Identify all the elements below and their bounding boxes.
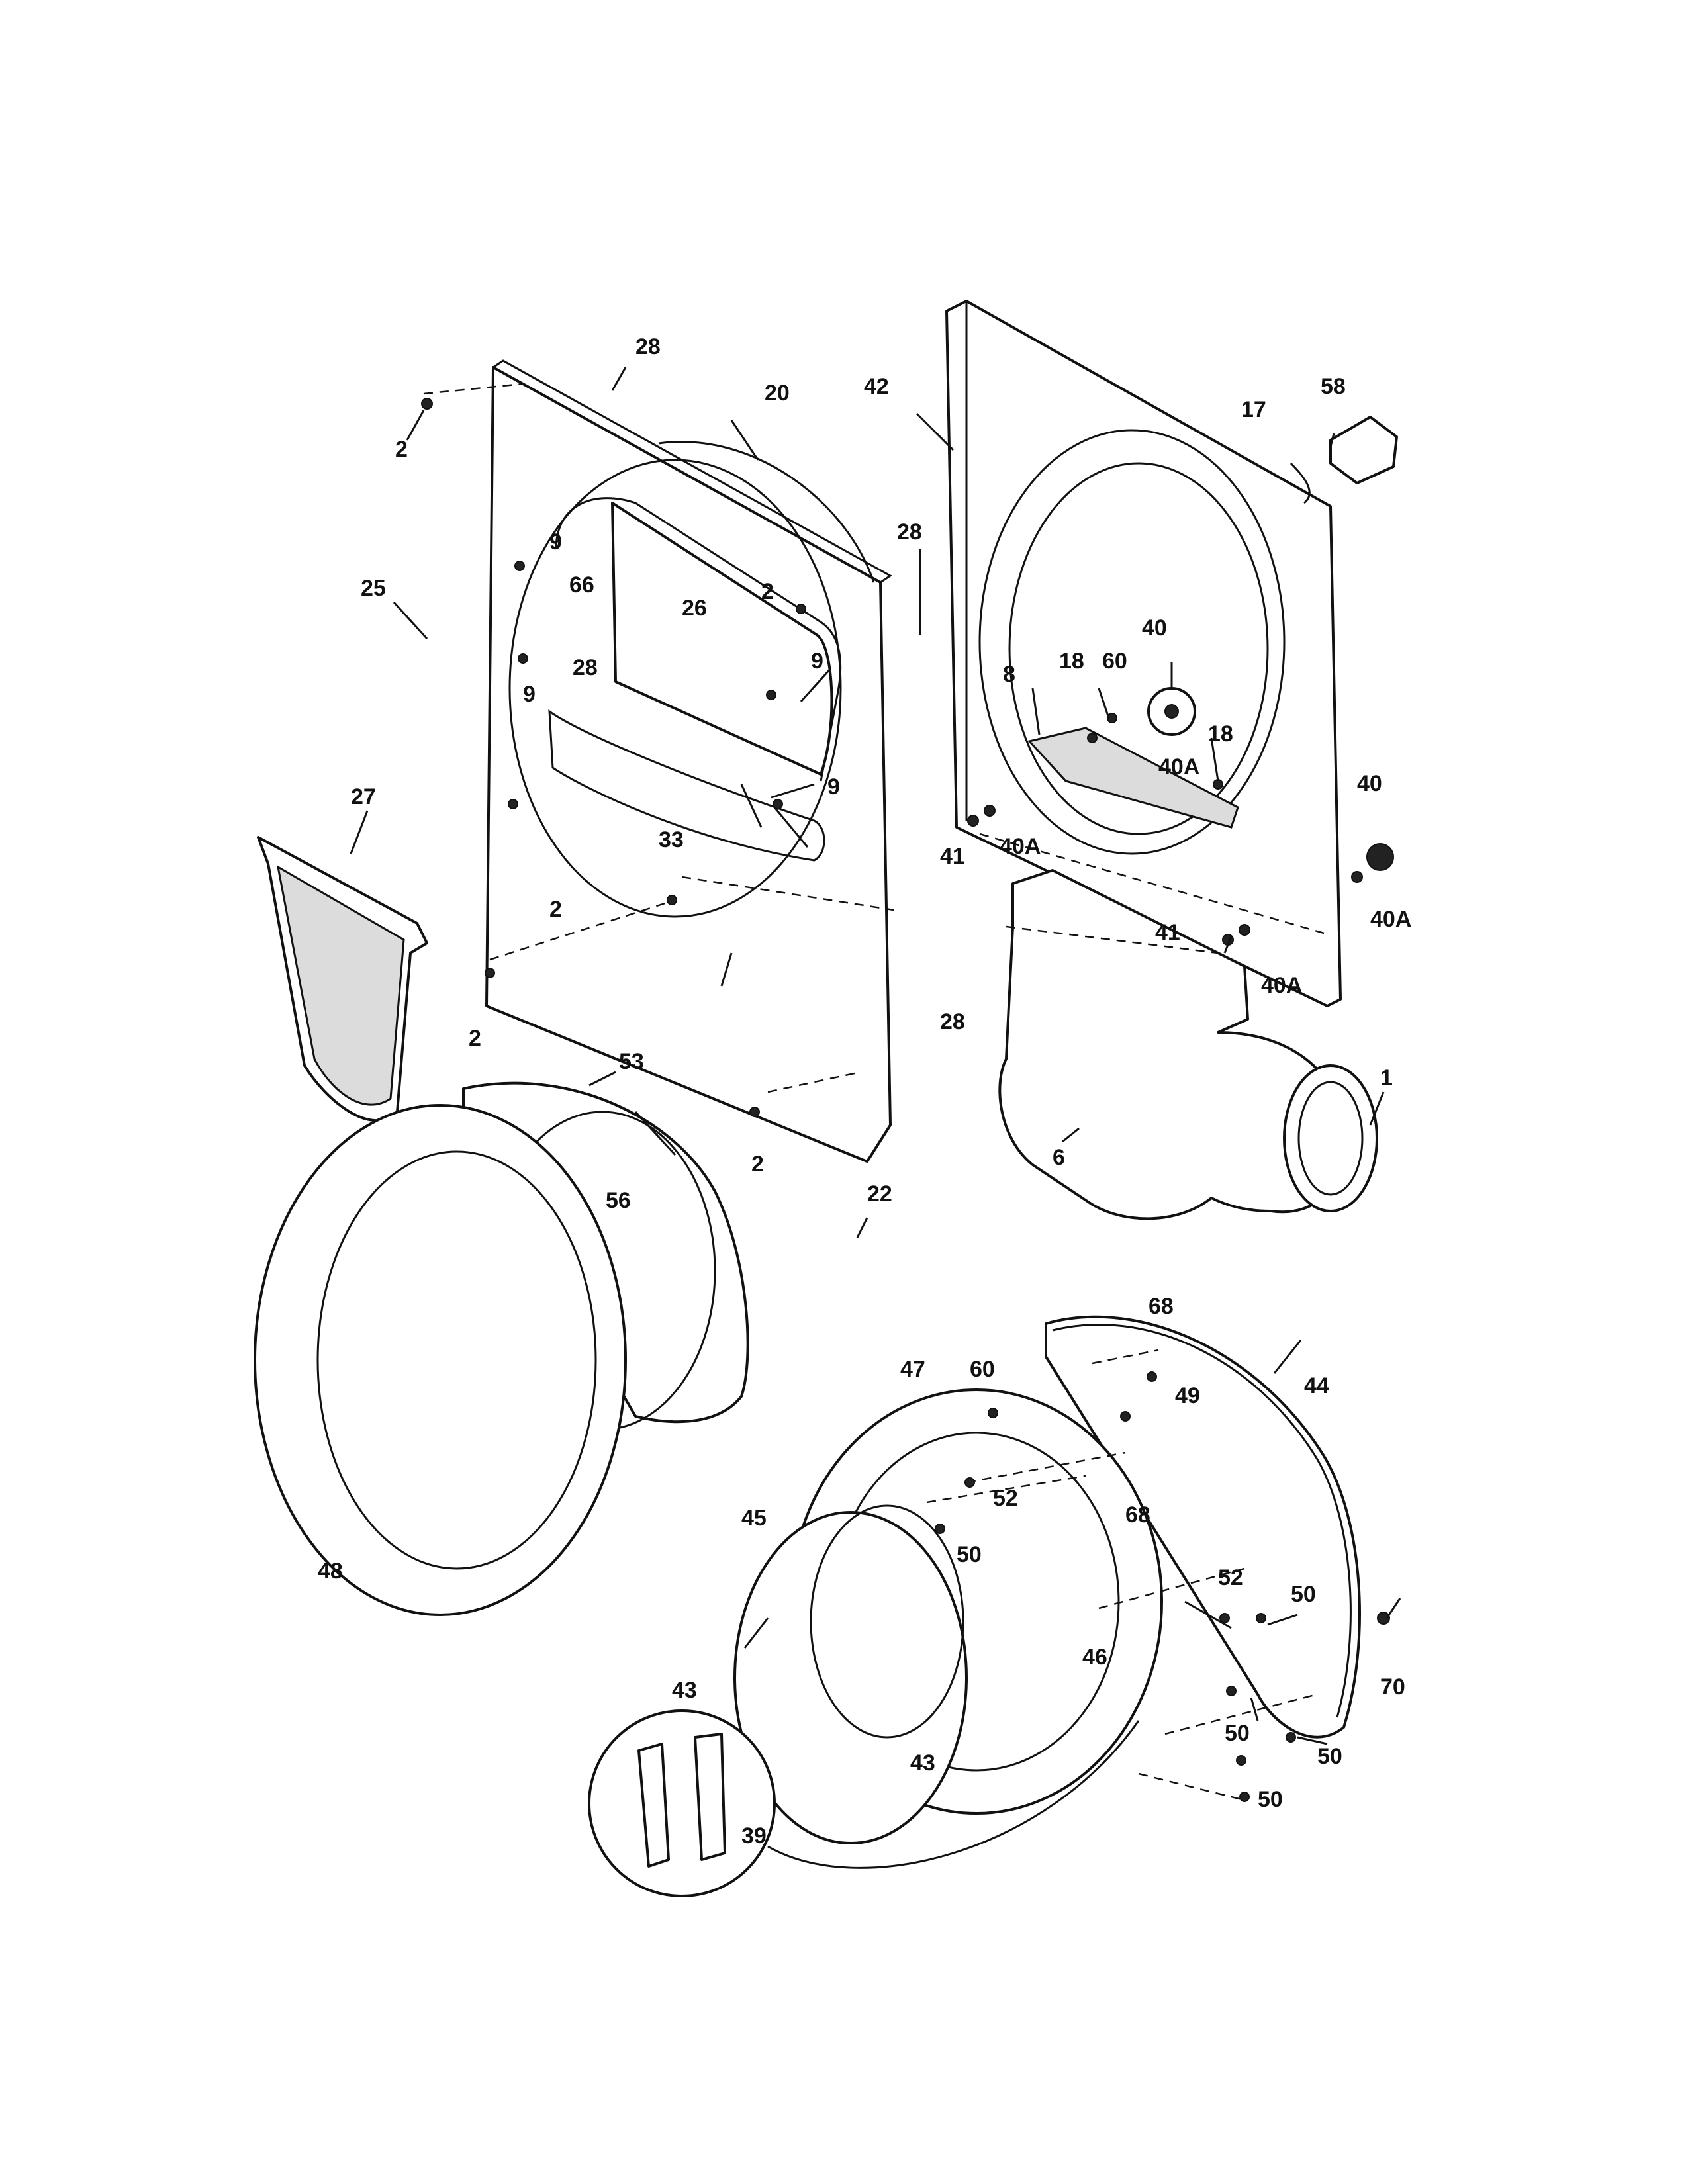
callout-40: 40 — [1357, 771, 1382, 796]
callout-2: 2 — [751, 1152, 764, 1177]
callout-50: 50 — [1258, 1787, 1283, 1812]
callout-50: 50 — [1291, 1582, 1316, 1607]
rear-bulkhead — [945, 300, 1342, 1007]
callout-28: 28 — [940, 1009, 965, 1034]
callout-2: 2 — [469, 1026, 481, 1051]
callout-52: 52 — [993, 1486, 1018, 1511]
callout-labels: 1 2 2 2 2 2 6 8 9 9 9 9 17 18 18 20 22 2… — [318, 334, 1411, 1848]
callout-40: 40 — [1142, 615, 1167, 641]
callout-41: 41 — [940, 844, 965, 869]
callout-39: 39 — [741, 1823, 767, 1848]
callout-26: 26 — [682, 596, 707, 621]
callout-40A: 40A — [1370, 907, 1411, 932]
callout-18: 18 — [1208, 721, 1233, 747]
callout-9: 9 — [549, 529, 562, 555]
callout-60: 60 — [970, 1357, 995, 1382]
front-panel — [485, 359, 892, 1163]
screws — [421, 398, 1394, 1802]
callout-9: 9 — [827, 774, 840, 799]
terminal-block — [1289, 416, 1398, 504]
callout-42: 42 — [864, 374, 889, 399]
callout-25: 25 — [361, 576, 386, 601]
callout-43: 43 — [910, 1751, 935, 1776]
callout-68: 68 — [1149, 1294, 1174, 1319]
callout-9: 9 — [523, 682, 536, 707]
callout-40A: 40A — [1261, 973, 1302, 998]
callout-53: 53 — [619, 1049, 644, 1074]
exhaust-duct — [998, 869, 1378, 1220]
callout-2: 2 — [395, 437, 408, 462]
alignment-lines — [423, 383, 1325, 1801]
callout-50: 50 — [1317, 1744, 1342, 1769]
callout-49: 49 — [1175, 1383, 1200, 1408]
callout-50: 50 — [1225, 1721, 1250, 1746]
callout-50: 50 — [957, 1542, 982, 1567]
callout-6: 6 — [1053, 1145, 1065, 1170]
callout-52: 52 — [1218, 1565, 1243, 1590]
callout-28: 28 — [897, 520, 922, 545]
callout-17: 17 — [1241, 397, 1266, 422]
callout-68: 68 — [1125, 1502, 1150, 1527]
callout-33: 33 — [659, 827, 684, 852]
callout-8: 8 — [1003, 662, 1015, 687]
callout-43: 43 — [672, 1678, 697, 1703]
callout-2: 2 — [761, 579, 774, 604]
callout-44: 44 — [1304, 1373, 1329, 1398]
callout-70: 70 — [1380, 1674, 1405, 1700]
callout-60: 60 — [1102, 649, 1127, 674]
lint-filter — [257, 836, 428, 1122]
callout-28: 28 — [573, 655, 598, 680]
callout-2: 2 — [549, 897, 562, 922]
door-assembly — [733, 1315, 1361, 1844]
callout-41: 41 — [1155, 920, 1180, 945]
callout-48: 48 — [318, 1559, 343, 1584]
callout-66: 66 — [569, 572, 594, 598]
callout-58: 58 — [1321, 374, 1346, 399]
front-panel-rear-edge — [658, 441, 875, 583]
hinge-detail — [588, 1709, 1140, 1897]
leader-lines — [350, 367, 1401, 1745]
callout-18: 18 — [1059, 649, 1084, 674]
callout-40A: 40A — [1000, 834, 1041, 859]
callout-45: 45 — [741, 1506, 767, 1531]
callout-56: 56 — [606, 1188, 631, 1213]
callout-40A: 40A — [1158, 754, 1199, 780]
door-outer-ring — [254, 1104, 627, 1616]
callout-46: 46 — [1082, 1645, 1107, 1670]
callout-47: 47 — [900, 1357, 925, 1382]
callout-22: 22 — [867, 1181, 892, 1206]
callout-1: 1 — [1380, 1066, 1393, 1091]
callout-27: 27 — [351, 784, 376, 809]
callout-20: 20 — [765, 381, 790, 406]
callout-28: 28 — [635, 334, 661, 359]
callout-9: 9 — [811, 649, 823, 674]
